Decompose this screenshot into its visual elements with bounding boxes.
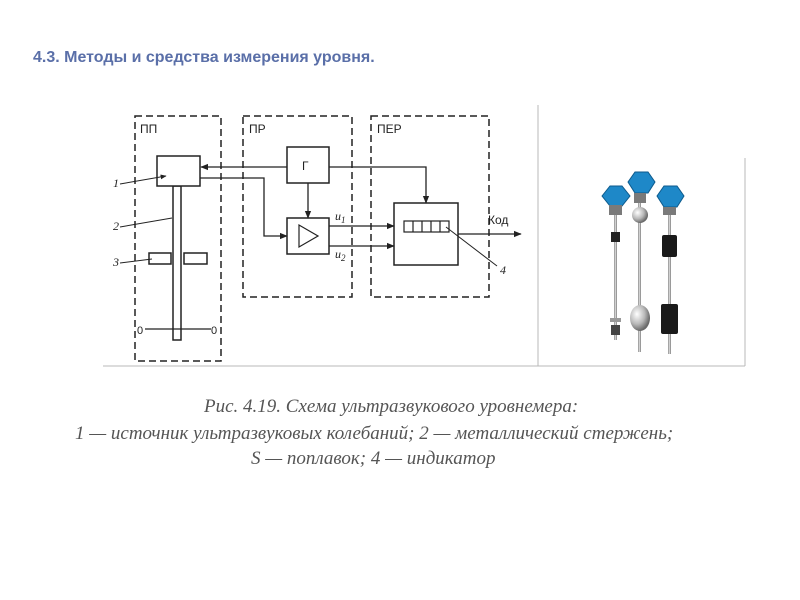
indicator-box	[393, 202, 459, 266]
amplifier-triangle	[298, 223, 320, 249]
probe-left-neck	[609, 205, 622, 215]
probe-left-rod	[614, 208, 617, 340]
probe-left-head-icon	[601, 185, 631, 207]
callout-3: 3	[112, 255, 119, 269]
label-pr: ПР	[249, 122, 266, 136]
figure-caption-title: Рис. 4.19. Схема ультразвукового уровнем…	[204, 396, 579, 417]
output-label: Код	[488, 213, 508, 227]
zero-label-left: 0	[137, 325, 143, 337]
callout-4-leader	[445, 226, 498, 267]
probe-mid-head-icon	[627, 171, 656, 194]
probe-left-collar	[610, 318, 621, 322]
probe-right-head-icon	[656, 185, 685, 208]
block-pr-dashed	[242, 115, 353, 298]
ultrasound-source-box	[156, 155, 201, 187]
generator-box	[286, 146, 330, 184]
probe-left-tip	[611, 325, 620, 335]
probe-mid-ball-upper	[632, 207, 648, 223]
float-left	[148, 252, 172, 265]
wire-source-to-amp	[200, 177, 288, 240]
probe-right-neck	[663, 207, 676, 215]
signal-u1: u1	[335, 209, 346, 225]
block-per-dashed	[370, 115, 490, 298]
label-pp: ПП	[140, 122, 157, 136]
figure-caption-legend-1: 1 — источник ультразвуковых колебаний; 2…	[75, 423, 674, 444]
block-pp-dashed	[134, 115, 222, 362]
metal-rod	[172, 185, 182, 341]
wire-gen-to-indicator	[329, 166, 430, 204]
probe-left-float-dark	[611, 232, 620, 242]
callout-2: 2	[113, 219, 119, 233]
callout-1: 1	[113, 176, 119, 190]
callout-1-leader	[119, 174, 167, 185]
signal-u2: u2	[335, 247, 346, 263]
callout-3-leader	[119, 258, 153, 264]
amplifier-box	[286, 217, 330, 255]
label-per: ПЕР	[377, 122, 402, 136]
probe-mid-ball-lower	[630, 305, 650, 331]
level-sensor-photo	[601, 171, 685, 354]
callout-2-leader	[119, 217, 173, 228]
probe-mid-rod	[638, 196, 641, 352]
probe-mid-neck	[634, 193, 646, 203]
probe-right-float-upper	[662, 235, 677, 257]
zero-label-right: 0	[211, 325, 217, 337]
float-right	[183, 252, 208, 265]
figure-caption-legend-2: S — поплавок; 4 — индикатор	[251, 448, 496, 469]
probe-right-float-lower	[661, 304, 678, 334]
slide-title: 4.3. Методы и средства измерения уровня.	[33, 49, 375, 66]
indicator-display	[403, 220, 450, 233]
probe-right-rod	[668, 210, 671, 354]
callout-4: 4	[500, 263, 506, 277]
generator-label: Г	[302, 159, 309, 173]
